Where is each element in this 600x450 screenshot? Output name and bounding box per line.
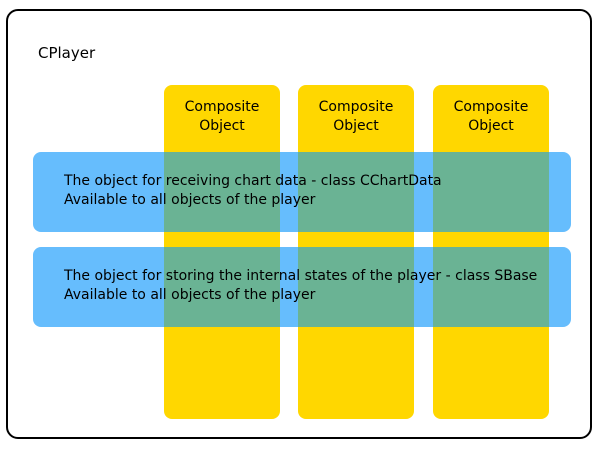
column-label-line2: Object	[468, 118, 514, 134]
chart-data-band: The object for receiving chart data - cl…	[33, 152, 571, 232]
overlap-region	[298, 152, 414, 232]
band-subtitle: Available to all objects of the player	[64, 287, 316, 303]
band-subtitle: Available to all objects of the player	[64, 192, 316, 208]
overlap-region	[164, 247, 280, 327]
band-title: The object for receiving chart data - cl…	[64, 173, 442, 189]
internal-states-band: The object for storing the internal stat…	[33, 247, 571, 327]
column-label-line1: Composite	[184, 99, 260, 115]
container-title: CPlayer	[38, 44, 96, 62]
band-title: The object for storing the internal stat…	[64, 268, 538, 284]
column-label-line2: Object	[199, 118, 245, 134]
overlap-region	[164, 152, 280, 232]
overlap-region	[298, 247, 414, 327]
column-label-line1: Composite	[318, 99, 394, 115]
overlap-region	[433, 247, 549, 327]
overlap-region	[433, 152, 549, 232]
column-label-line2: Object	[333, 118, 379, 134]
column-label-line1: Composite	[453, 99, 529, 115]
